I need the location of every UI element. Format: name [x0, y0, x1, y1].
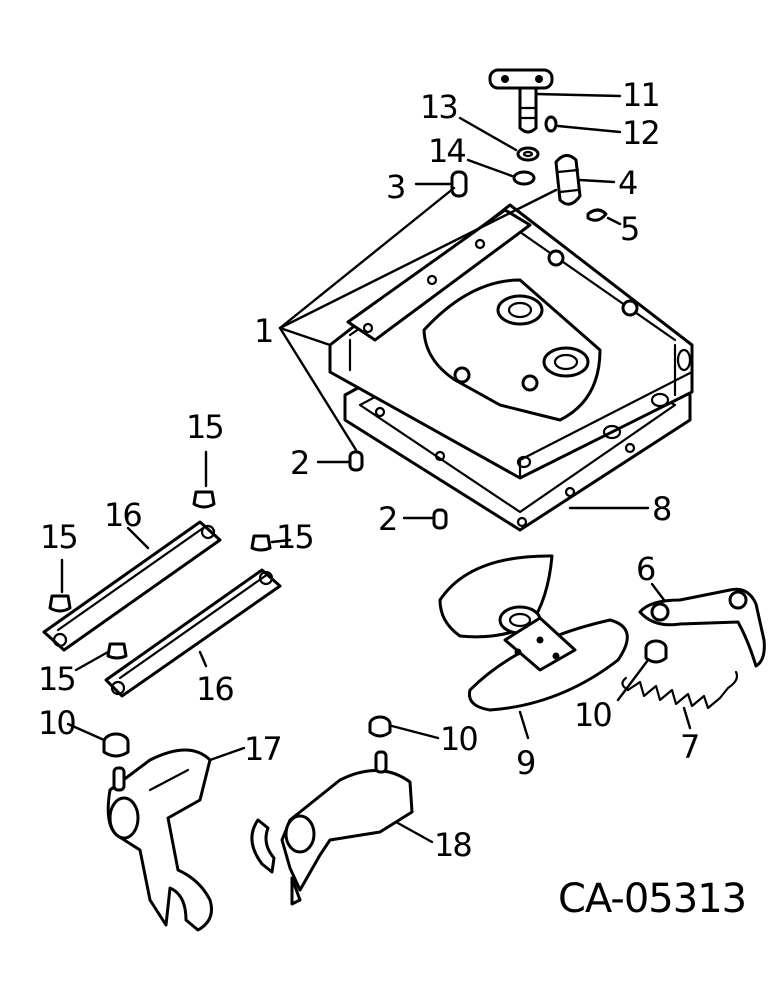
part-17-shift-fork	[106, 748, 213, 932]
callout-6: 6	[636, 550, 655, 588]
part-2-pin-upper	[348, 450, 364, 472]
callout-12: 12	[622, 114, 659, 152]
callout-15-left: 15	[40, 518, 77, 556]
callout-18: 18	[434, 826, 471, 864]
part-15-plug-c	[250, 534, 272, 552]
callout-15-lower: 15	[38, 660, 75, 698]
callout-labels: 11 12 13 14 4 5 3 1 2 2 8 15 16 15 15 15…	[38, 76, 700, 864]
callout-13: 13	[420, 88, 457, 126]
part-7-spring	[621, 670, 739, 710]
callout-2-upper: 2	[290, 444, 308, 482]
part-13-washer	[516, 146, 540, 162]
callout-10-mid: 10	[440, 720, 477, 758]
part-11-lever-key	[488, 68, 554, 134]
callout-10-right: 10	[574, 696, 611, 734]
callout-16-upper: 16	[104, 496, 141, 534]
part-10-bushing-left	[102, 732, 130, 758]
part-3-dowel-pin	[450, 170, 468, 198]
part-15-plug-d	[106, 642, 128, 660]
callout-3: 3	[386, 168, 404, 206]
part-6-arm	[638, 587, 766, 668]
callout-16-lower: 16	[196, 670, 233, 708]
callout-10-left: 10	[38, 704, 75, 742]
callout-7: 7	[680, 728, 698, 766]
part-4-shaft	[554, 154, 582, 206]
callout-11: 11	[622, 76, 659, 114]
drawing-code: CA-05313	[558, 876, 746, 922]
part-9-segment-plate	[438, 554, 629, 712]
part-15-plug-a	[192, 490, 216, 509]
callout-14: 14	[428, 132, 465, 170]
part-2-pin-lower	[432, 508, 448, 530]
callout-4: 4	[618, 164, 637, 202]
part-12-set-screw	[544, 115, 558, 133]
callout-9: 9	[516, 744, 535, 782]
callout-2-lower: 2	[378, 500, 396, 538]
leader-lines	[60, 92, 692, 844]
callout-15-top: 15	[186, 408, 223, 446]
callout-15-right: 15	[276, 518, 313, 556]
callout-8: 8	[652, 490, 671, 528]
callout-1: 1	[254, 312, 272, 350]
callout-17: 17	[244, 730, 281, 768]
part-18-shift-fork	[250, 750, 414, 906]
part-10-bushing-mid	[368, 715, 392, 738]
callout-5: 5	[620, 210, 638, 248]
part-16-shaft-upper	[42, 520, 222, 652]
part-14-snap-ring	[512, 170, 536, 186]
part-16-shaft-lower	[104, 568, 282, 698]
part-10-bushing-right	[644, 639, 668, 664]
part-15-plug-b	[48, 594, 72, 613]
part-1-housing	[328, 203, 694, 480]
part-5-clip	[586, 208, 608, 222]
